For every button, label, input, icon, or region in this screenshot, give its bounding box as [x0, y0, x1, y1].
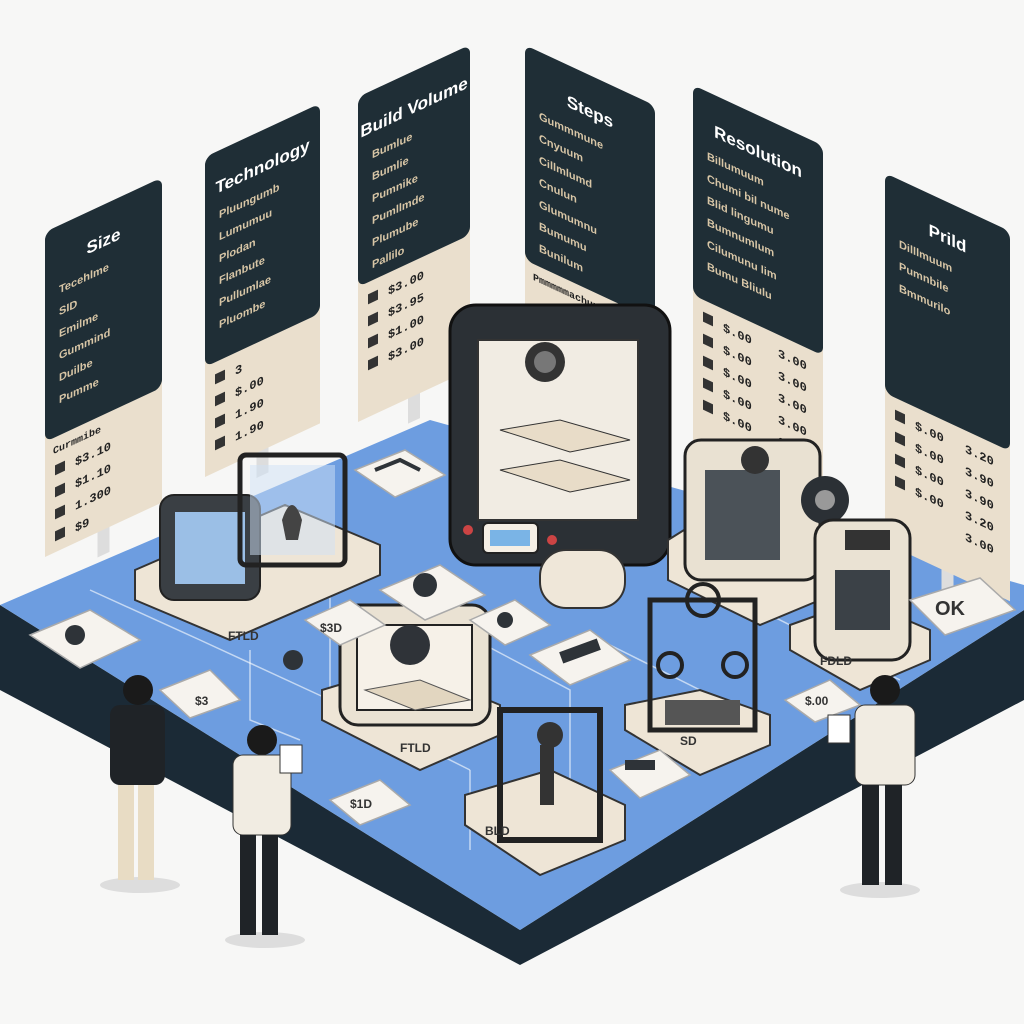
panel-row-icon: [895, 409, 905, 425]
printed-objects: [65, 457, 655, 770]
labels: FTLD FTLD FDLD BLD SD $3 $3D $1D $.00 OK: [195, 598, 966, 838]
panel-value: $9: [75, 515, 89, 536]
panel-row-icon: [55, 460, 65, 476]
panel-row-icon: [368, 333, 378, 349]
panel-row-icon: [368, 355, 378, 371]
printer-center-cube: [321, 603, 501, 772]
tag-price-center: $3D: [320, 621, 342, 635]
panel-row-icon: [215, 435, 225, 451]
panel-row-icon: [368, 311, 378, 327]
tag-price-right: $.00: [805, 694, 829, 708]
printer-frame-right: [624, 582, 771, 777]
panel-row-icon: [703, 333, 713, 349]
panel-row-icon: [895, 431, 905, 447]
panel-row-icon: [703, 311, 713, 327]
panel-row-icon: [215, 369, 225, 385]
info-panel: TechnologyPluungumbLumumuuPlodanFlanbute…: [205, 106, 320, 478]
paper-icon: [827, 714, 851, 744]
person-left: [100, 675, 180, 893]
panel-row-icon: [895, 475, 905, 491]
person-center: [225, 725, 305, 948]
filament-spool: [539, 549, 626, 609]
panel-row-icon: [703, 355, 713, 371]
tag-sd: SD: [680, 734, 697, 748]
panel-row-icon: [55, 504, 65, 520]
tag-bld: BLD: [485, 824, 510, 838]
info-panel: SizeTecehlmeSIDEmilmeGummindDuilbePummeC…: [45, 180, 162, 558]
printer-small-left: [134, 452, 381, 642]
panel-dark-section: [885, 175, 1010, 449]
tablet-icon: [279, 744, 303, 774]
panel-row-icon: [55, 526, 65, 542]
tag-ftld-center: FTLD: [400, 741, 431, 755]
tag-fdld: FDLD: [820, 654, 852, 668]
person-right: [827, 675, 920, 898]
panel-dark-section: [525, 47, 655, 318]
object-tiles: [28, 449, 1017, 826]
panel-dark-section: [45, 180, 162, 440]
info-panel: Build VolumeBumlueBumliePumnikePumllmdeP…: [358, 47, 470, 424]
printer-large-center: [448, 303, 672, 609]
panel-light-section: [358, 224, 470, 422]
tag-ok: OK: [935, 598, 966, 620]
tag-price-left: $3: [195, 694, 209, 708]
platform-edge: [0, 605, 1024, 965]
panel-dark-section: [358, 47, 470, 285]
panel-row-icon: [895, 453, 905, 469]
info-panel: PrildDilllmuumPumnbileBmmurilo$.00$.00$.…: [885, 175, 1010, 602]
panel-value: 3: [235, 361, 242, 379]
panel-row-icon: [215, 413, 225, 429]
panel-row-icon: [703, 399, 713, 415]
panel-light-section: [885, 383, 1010, 602]
panel-row-icon: [368, 289, 378, 305]
printer-right-front: [789, 518, 931, 692]
panel-row-icon: [703, 377, 713, 393]
tag-price-bottom: $1D: [350, 797, 372, 811]
printer-frame-bottom: [464, 707, 626, 877]
panel-row-icon: [215, 391, 225, 407]
tag-ftld-left: FTLD: [228, 629, 259, 643]
panel-dark-section: [693, 87, 823, 353]
panel-row-icon: [55, 482, 65, 498]
panel-dark-section: [205, 106, 320, 365]
